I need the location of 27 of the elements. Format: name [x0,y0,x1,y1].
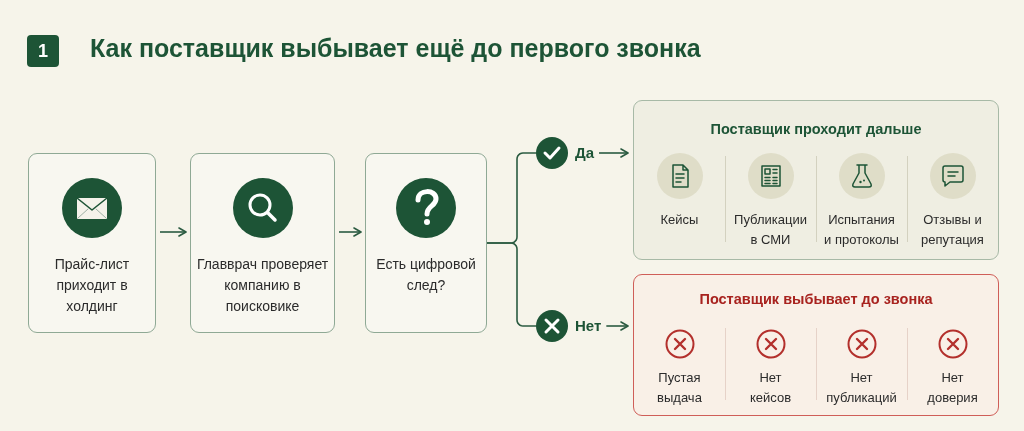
panel-heading: Поставщик выбывает до звонка [698,290,934,308]
item-label: Нет доверия [926,369,979,407]
panel-heading: Поставщик проходит дальше [709,120,923,138]
process-box [28,153,156,333]
answer-label: Нет [575,316,602,336]
arrow [605,321,629,331]
arrow [338,227,362,237]
arrow [159,227,187,237]
answer-label: Да [575,143,595,163]
item-label: Испытания и протоколы [823,211,900,249]
result-panel [633,274,999,416]
item-label: Нет публикаций [825,369,898,407]
diagram-title: Как поставщик выбывает ещё до первого звонка [90,33,701,64]
step-text: Есть цифровой след? [375,255,477,295]
process-box [190,153,335,333]
item-label: Публикации в СМИ [733,211,808,249]
item-label: Нет кейсов [748,369,793,407]
branch-line [486,242,537,327]
step-text: Главврач проверяет компанию в поисковике [195,255,330,316]
item-label: Отзывы и репутация [920,211,985,249]
step-number-badge: 1 [27,35,59,67]
step-text: Прайс-лист приходит в холдинг [53,255,131,316]
arrow [598,148,629,158]
item-label: Пустая выдача [656,369,703,407]
decision-box [365,153,487,333]
item-label: Кейсы [659,211,700,229]
result-panel [633,100,999,260]
